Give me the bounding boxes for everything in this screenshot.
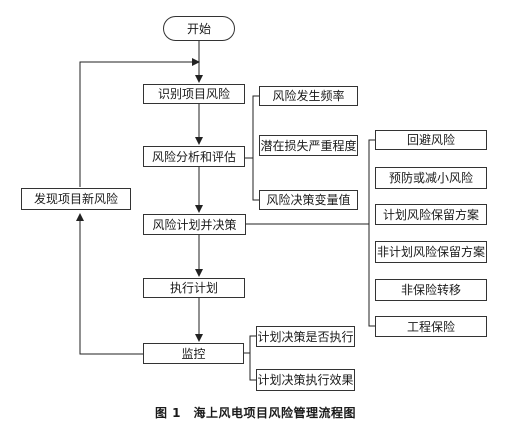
strategy-item: 计划风险保留方案 bbox=[375, 204, 487, 225]
monitor-item: 计划决策是否执行 bbox=[256, 326, 355, 347]
monitor-node: 监控 bbox=[143, 343, 244, 364]
plan-decision-label: 风险计划并决策 bbox=[152, 217, 237, 232]
discover-new-risk-node: 发现项目新风险 bbox=[21, 188, 131, 210]
analysis-item-label: 风险发生频率 bbox=[272, 89, 345, 103]
strategy-item-label: 回避风险 bbox=[406, 133, 455, 147]
arrow-discover-to-flow bbox=[79, 58, 200, 187]
strategy-item-label: 非计划风险保留方案 bbox=[376, 245, 485, 259]
analysis-bracket bbox=[252, 95, 259, 201]
figure-caption: 图 1 海上风电项目风险管理流程图 bbox=[154, 406, 357, 420]
monitor-item: 计划决策执行效果 bbox=[256, 369, 355, 391]
strategy-item: 回避风险 bbox=[375, 130, 487, 150]
arrow-monitor-to-discover bbox=[76, 213, 143, 355]
analysis-item: 风险决策变量值 bbox=[259, 190, 358, 210]
strategy-item: 非计划风险保留方案 bbox=[375, 241, 487, 263]
strategy-item: 预防或减小风险 bbox=[375, 167, 487, 189]
strategy-bracket bbox=[368, 139, 375, 327]
strategy-item: 非保险转移 bbox=[375, 279, 487, 301]
monitor-bracket bbox=[249, 335, 256, 381]
discover-new-risk-label: 发现项目新风险 bbox=[33, 192, 118, 206]
strategy-item: 工程保险 bbox=[375, 316, 487, 337]
strategy-item-label: 计划风险保留方案 bbox=[382, 207, 479, 222]
strategy-item-label: 工程保险 bbox=[406, 319, 455, 334]
analyze-risk-node: 风险分析和评估 bbox=[143, 146, 245, 167]
strategy-item-label: 预防或减小风险 bbox=[388, 171, 473, 185]
analyze-risk-label: 风险分析和评估 bbox=[151, 149, 236, 164]
monitor-label: 监控 bbox=[181, 346, 206, 361]
analysis-item: 风险发生频率 bbox=[259, 86, 358, 106]
strategy-item-label: 非保险转移 bbox=[400, 283, 461, 297]
identify-risk-node: 识别项目风险 bbox=[143, 84, 245, 104]
analysis-item-label: 风险决策变量值 bbox=[266, 193, 351, 207]
identify-risk-label: 识别项目风险 bbox=[157, 87, 230, 101]
monitor-item-label: 计划决策是否执行 bbox=[257, 329, 354, 344]
execute-plan-label: 执行计划 bbox=[169, 281, 218, 295]
analysis-item-label: 潜在损失严重程度 bbox=[260, 138, 357, 153]
analysis-item: 潜在损失严重程度 bbox=[259, 135, 358, 156]
start-node: 开始 bbox=[163, 16, 235, 41]
execute-plan-node: 执行计划 bbox=[143, 278, 245, 298]
monitor-item-label: 计划决策执行效果 bbox=[257, 373, 354, 387]
plan-decision-node: 风险计划并决策 bbox=[143, 214, 246, 235]
start-label: 开始 bbox=[186, 21, 211, 36]
